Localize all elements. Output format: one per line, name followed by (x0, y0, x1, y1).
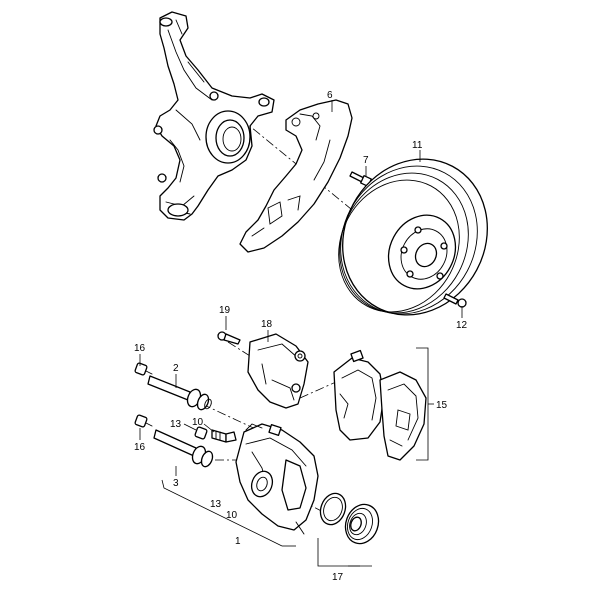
brake-disc (338, 158, 488, 316)
caliper-housing (235, 423, 319, 535)
guide-pin-upper (147, 375, 212, 411)
callout-3: 3 (173, 478, 179, 489)
leader-lines (139, 100, 463, 567)
callout-16-upper: 16 (134, 343, 146, 354)
bleeder-cap (194, 426, 208, 440)
callout-16-lower: 16 (134, 442, 146, 453)
bleeder-valve (211, 429, 237, 443)
screw-12 (443, 293, 467, 308)
callout-13-upper: 13 (170, 419, 182, 430)
piston-seal (319, 492, 347, 526)
callout-2: 2 (173, 363, 179, 374)
brake-pad-inner (333, 349, 385, 441)
callout-15: 15 (436, 400, 448, 411)
callout-11: 11 (412, 140, 423, 151)
bolt-16-upper (134, 362, 153, 376)
brake-carrier (247, 333, 309, 409)
steering-knuckle (153, 11, 275, 221)
brake-pad-outer (379, 371, 427, 461)
callout-19: 19 (219, 305, 231, 316)
callout-12: 12 (456, 320, 468, 331)
guide-pin-lower (153, 429, 214, 468)
screw-19 (217, 331, 241, 345)
callout-7: 7 (363, 155, 369, 166)
callout-18: 18 (261, 319, 273, 330)
bolt-16-lower (134, 414, 153, 428)
piston-boot (344, 503, 380, 545)
callout-labels: 6 7 11 12 19 18 16 2 15 13 10 16 3 13 10… (134, 90, 468, 583)
callout-1: 1 (235, 536, 241, 547)
callout-10-lower: 10 (226, 510, 238, 521)
callout-13-lower: 13 (210, 499, 222, 510)
callout-17: 17 (332, 572, 344, 583)
callout-6: 6 (327, 90, 333, 101)
splash-shield (239, 99, 353, 253)
callout-10-upper: 10 (192, 417, 204, 428)
